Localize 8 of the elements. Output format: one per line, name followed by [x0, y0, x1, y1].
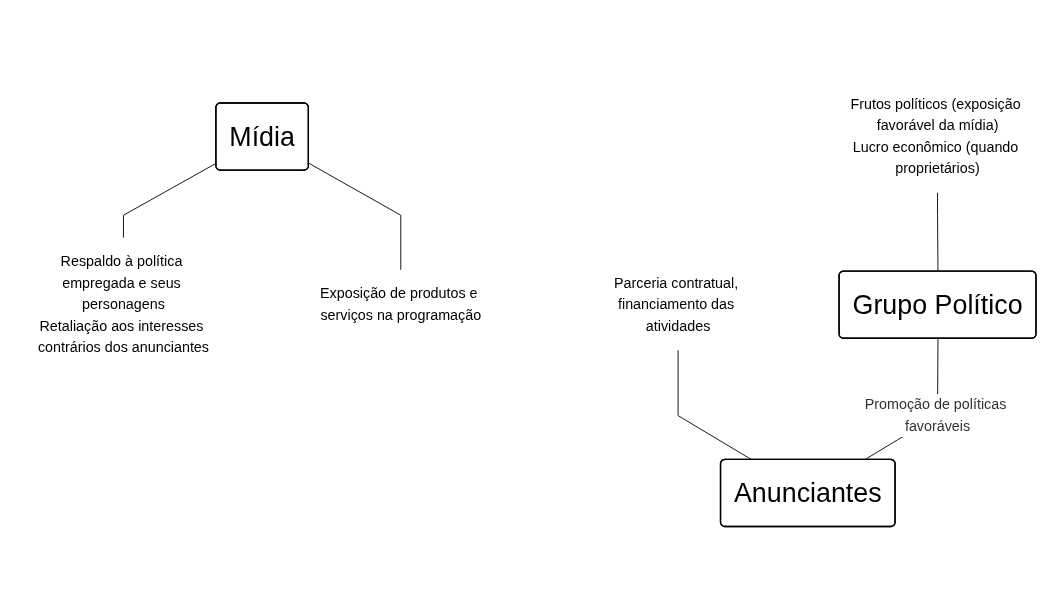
connector [677, 350, 753, 461]
edge-label: Promoção de políticas favoráveis [864, 396, 1007, 434]
connector [308, 162, 402, 271]
node-text: Exposição de produtos e serviços na programação [320, 286, 482, 323]
node-text: Frutos políticos (exposição favorável da mídia) Lucro econômico (quando proprietários) [850, 96, 1021, 177]
node-text: Parceria contratual, financiamento das atividades [614, 275, 739, 334]
connector [937, 192, 939, 273]
node-text: Respaldo à política empregada e seus personagens Retaliação aos interesses contrários dos anunciantes [37, 253, 209, 355]
